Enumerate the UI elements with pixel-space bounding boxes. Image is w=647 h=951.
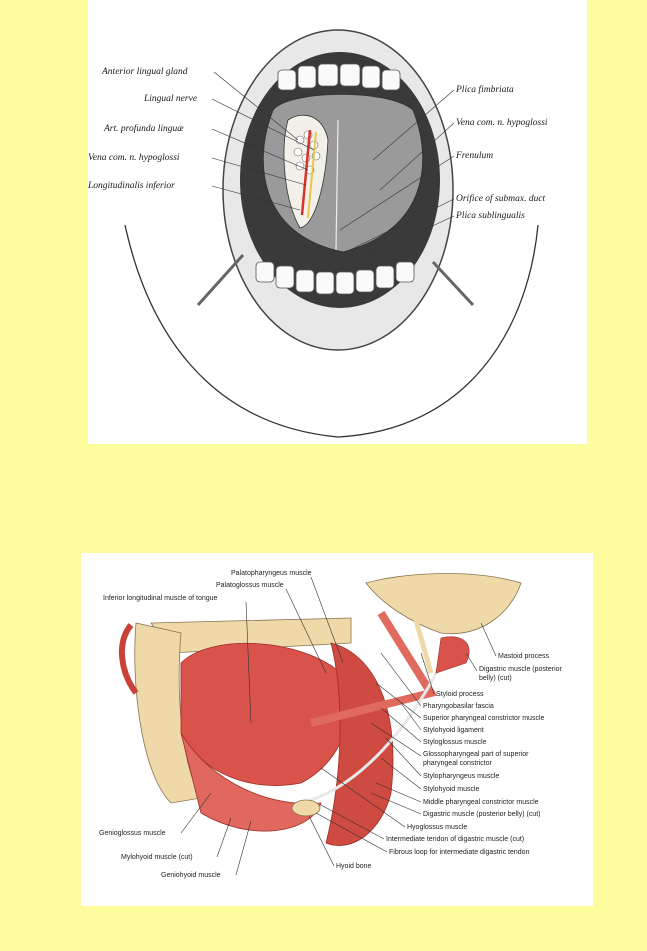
left-labels: Anterior lingual gland Lingual nerve Art… bbox=[88, 67, 315, 211]
styloglossus-strap bbox=[310, 610, 438, 727]
top-labels: Palatopharyngeus muscle Palatoglossus mu… bbox=[103, 570, 344, 724]
label-digastric-posterior-cut-2: belly) (cut) bbox=[479, 675, 512, 682]
label-geniohyoid: Geniohyoid muscle bbox=[161, 872, 221, 879]
mouth-illustration: Anterior lingual gland Lingual nerve Art… bbox=[88, 29, 548, 438]
label-orifice-submax-duct: Orifice of submax. duct bbox=[456, 193, 546, 204]
label-palatopharyngeus: Palatopharyngeus muscle bbox=[231, 570, 312, 577]
label-stylopharyngeus: Stylopharyngeus muscle bbox=[423, 773, 499, 780]
muscle-illustration-panel: Palatopharyngeus muscle Palatoglossus mu… bbox=[81, 553, 593, 906]
label-glossopharyngeal-2: pharyngeal constrictor bbox=[423, 760, 493, 767]
skull-base-bone bbox=[365, 573, 522, 635]
label-frenulum: Frenulum bbox=[455, 151, 493, 161]
artery bbox=[300, 129, 312, 216]
label-plica-fimbriata: Plica fimbriata bbox=[455, 84, 514, 95]
label-longitudinalis-inferior: Longitudinalis inferior bbox=[88, 180, 175, 191]
right-labels: Plica fimbriata Vena com. n. hypoglossi … bbox=[339, 84, 548, 259]
label-digastric-posterior-belly: Digastric muscle (posterior belly) (cut) bbox=[423, 811, 540, 818]
lower-teeth bbox=[255, 261, 415, 295]
label-lingual-nerve: Lingual nerve bbox=[143, 94, 197, 104]
genioglossus-muscle bbox=[180, 732, 322, 832]
label-hyoid-bone: Hyoid bone bbox=[336, 863, 372, 870]
label-vena-com-left: Vena com. n. hypoglossi bbox=[88, 153, 180, 163]
label-palatoglossus: Palatoglossus muscle bbox=[216, 582, 284, 589]
label-genioglossus: Genioglossus muscle bbox=[99, 830, 166, 837]
label-superior-constrictor: Superior pharyngeal constrictor muscle bbox=[423, 715, 544, 722]
lingual-nerve bbox=[307, 131, 317, 219]
hyoid-bone bbox=[291, 799, 321, 817]
left-retractor bbox=[196, 253, 245, 307]
label-middle-constrictor: Middle pharyngeal constrictor muscle bbox=[423, 799, 539, 806]
label-vena-com-right: Vena com. n. hypoglossi bbox=[456, 118, 548, 128]
label-digastric-posterior-cut-1: Digastric muscle (posterior bbox=[479, 666, 563, 673]
label-styloid-process: Styloid process bbox=[436, 691, 484, 698]
digastric-tendon bbox=[300, 642, 453, 805]
digastric-posterior-belly bbox=[435, 636, 470, 674]
styloid-process bbox=[408, 602, 434, 674]
label-glossopharyngeal-1: Glossopharyngeal part of superior bbox=[423, 751, 529, 758]
lip-tissue bbox=[118, 623, 139, 695]
left-labels: Genioglossus muscle Mylohyoid muscle (cu… bbox=[99, 792, 252, 879]
label-pharyngobasilar-fascia: Pharyngobasilar fascia bbox=[423, 703, 494, 710]
label-hyoglossus: Hyoglossus muscle bbox=[407, 824, 467, 831]
right-labels: Mastoid process Digastric muscle (poster… bbox=[308, 622, 563, 870]
label-stylohyoid-muscle: Stylohyoid muscle bbox=[423, 786, 480, 793]
label-stylohyoid-ligament: Stylohyoid ligament bbox=[423, 727, 484, 734]
right-retractor bbox=[431, 260, 475, 307]
muscle-illustration: Palatopharyngeus muscle Palatoglossus mu… bbox=[99, 570, 563, 879]
label-plica-sublingualis: Plica sublingualis bbox=[455, 211, 525, 221]
label-mastoid-process: Mastoid process bbox=[498, 653, 549, 660]
frenulum bbox=[335, 119, 339, 251]
label-intermediate-tendon: Intermediate tendon of digastric muscle … bbox=[386, 836, 524, 843]
upper-teeth bbox=[277, 63, 401, 91]
label-mylohyoid: Mylohyoid muscle (cut) bbox=[121, 854, 193, 861]
mouth-illustration-panel: Anterior lingual gland Lingual nerve Art… bbox=[88, 0, 587, 444]
label-art-profunda-linguae: Art. profunda linguæ bbox=[103, 123, 184, 134]
label-anterior-lingual-gland: Anterior lingual gland bbox=[101, 67, 188, 77]
label-styloglossus: Styloglossus muscle bbox=[423, 739, 487, 746]
chin-outline bbox=[124, 224, 539, 438]
label-fibrous-loop: Fibrous loop for intermediate digastric … bbox=[389, 849, 530, 856]
label-inferior-longitudinal: Inferior longitudinal muscle of tongue bbox=[103, 595, 218, 602]
